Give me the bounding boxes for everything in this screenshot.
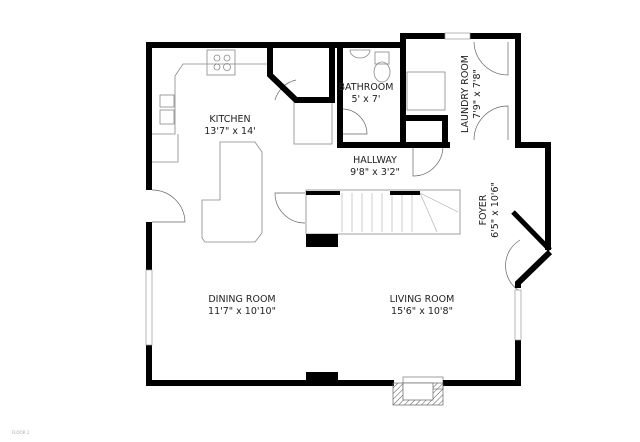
room-size: 6'5" x 10'6" [490, 182, 501, 238]
windows [145, 32, 522, 346]
room-size: 5' x 7' [351, 94, 381, 105]
room-hallway: HALLWAY 9'8" x 3'2" [350, 155, 400, 179]
room-kitchen: KITCHEN 13'7" x 14' [204, 114, 255, 138]
room-size: 7'9" x 7'8" [472, 69, 483, 119]
wall-blocks [306, 372, 338, 384]
fireplace-hearth [402, 382, 434, 401]
room-size: 11'7" x 10'10" [208, 306, 276, 317]
room-name: BATHROOM [338, 82, 394, 93]
room-laundry: LAUNDRY ROOM 7'9" x 7'8" [460, 55, 484, 133]
room-size: 9'8" x 3'2" [350, 167, 400, 178]
room-name: DINING ROOM [208, 294, 276, 305]
room-name: HALLWAY [353, 155, 397, 166]
floor-label: FLOOR 1 [12, 430, 30, 435]
room-name: FOYER [478, 194, 489, 226]
kitchen-counters [152, 48, 446, 390]
staircase [305, 189, 461, 247]
room-name: KITCHEN [209, 114, 251, 125]
room-living: LIVING ROOM 15'6" x 10'8" [390, 294, 455, 318]
room-dining: DINING ROOM 11'7" x 10'10" [208, 294, 276, 318]
room-size: 15'6" x 10'8" [391, 306, 453, 317]
room-name: LIVING ROOM [389, 294, 455, 305]
room-bathroom: BATHROOM 5' x 7' [339, 82, 394, 106]
room-foyer: FOYER 6'5" x 10'6" [478, 182, 502, 238]
room-name: LAUNDRY ROOM [460, 55, 471, 133]
room-size: 13'7" x 14' [204, 126, 256, 137]
